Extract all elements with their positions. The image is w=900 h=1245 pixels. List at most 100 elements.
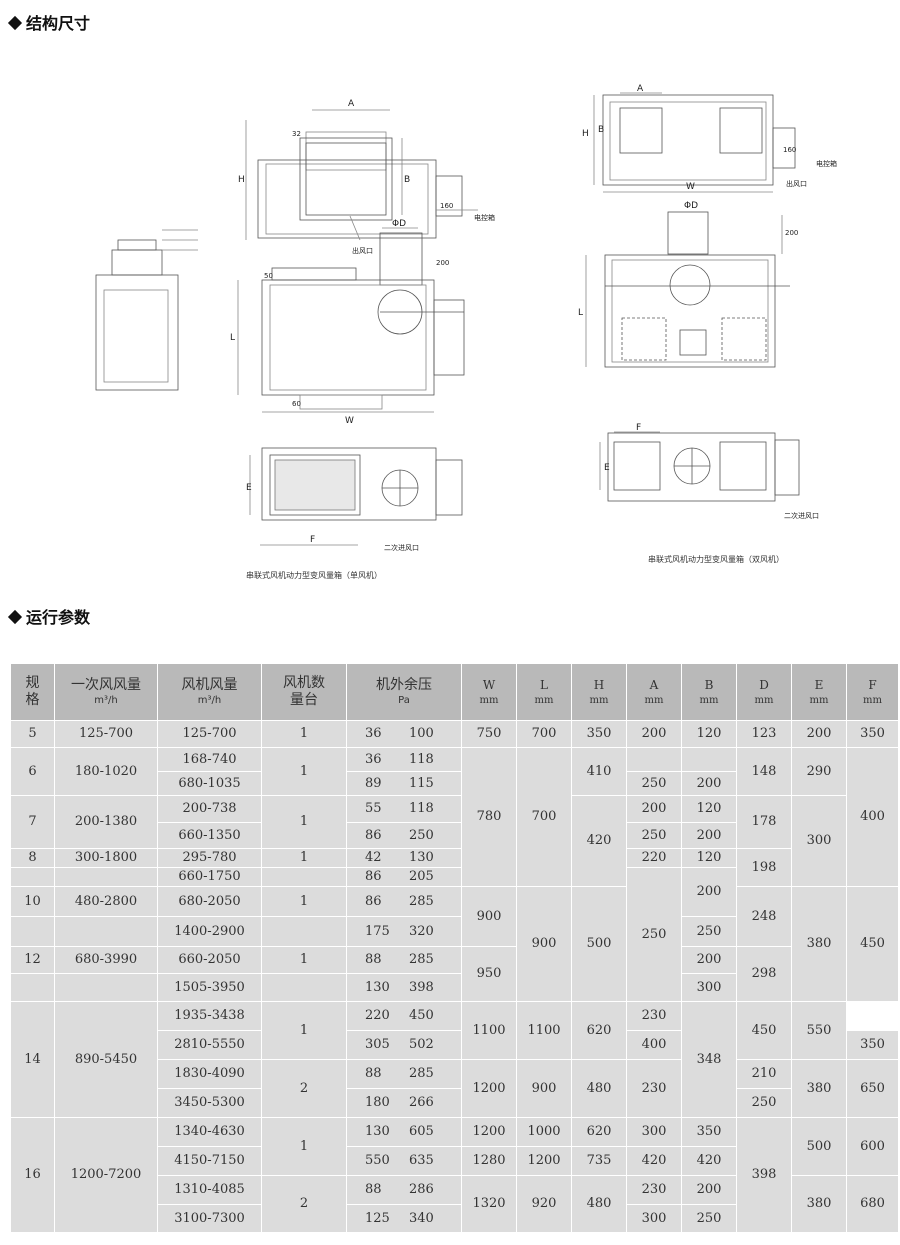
cell-H: 620: [571, 1001, 627, 1060]
cell-B: 200: [681, 822, 737, 849]
cell-fan-count: [261, 973, 347, 1002]
cell-B: 120: [681, 848, 737, 868]
cell-A: 300: [681, 973, 737, 1002]
cell-L: 900: [516, 886, 572, 1002]
cell-spec: 8: [10, 848, 55, 868]
cell-fan-count: 2: [261, 1059, 347, 1118]
double-label-F: F: [636, 423, 641, 433]
cell-F: 400: [846, 747, 899, 887]
single-label-L: L: [230, 333, 235, 343]
cell-W: 1280: [461, 1146, 517, 1176]
single-label-control-box: 电控箱: [474, 213, 495, 222]
cell-W: 750: [461, 720, 517, 748]
cell-fan-count: [261, 916, 347, 947]
cell-A: 230: [626, 1175, 682, 1205]
cell-B: 120: [681, 795, 737, 823]
cell-fan-air: 200-738: [157, 795, 262, 823]
cell-A: 200: [626, 795, 682, 823]
single-label-secondary-inlet: 二次进风口: [384, 543, 419, 552]
cell-W: 1200: [461, 1059, 517, 1118]
cell-E: 300: [791, 795, 847, 887]
single-label-200: 200: [436, 259, 449, 267]
cell-spec: 6: [10, 747, 55, 796]
single-fan-caption: 串联式风机动力型变风量箱（单风机）: [246, 571, 382, 580]
cell-fan-air: 1400-2900: [157, 916, 262, 947]
cell-F: 350: [846, 720, 899, 748]
cell-H: 480: [571, 1175, 627, 1233]
cell-D: 298: [736, 946, 792, 1002]
cell-F: 600: [846, 1117, 899, 1176]
double-label-secondary-inlet: 二次进风口: [784, 511, 819, 520]
cell-fan-air: 125-700: [157, 720, 262, 748]
double-label-B: B: [598, 125, 604, 135]
cell-E: 450: [736, 1001, 792, 1060]
double-label-160: 160: [783, 146, 796, 154]
single-label-32: 32: [292, 130, 301, 138]
double-label-W: W: [686, 182, 695, 192]
cell-fan-air: 680-1035: [157, 771, 262, 796]
double-label-L: L: [578, 308, 583, 318]
cell-A: 300: [626, 1204, 682, 1233]
cell-B: 350: [681, 1117, 737, 1147]
section-title-structure: 结构尺寸: [7, 10, 90, 34]
cell-D: 248: [736, 886, 792, 947]
cell-fan-air: 660-2050: [157, 946, 262, 974]
cell-fan-count: 1: [261, 886, 347, 917]
cell-fan-count: 2: [261, 1175, 347, 1233]
cell-B: 200: [681, 946, 737, 974]
cell-H: 620: [571, 1117, 627, 1147]
cell-fan-air: 3100-7300: [157, 1204, 262, 1233]
cell-fan-air: 1935-3438: [157, 1001, 262, 1031]
single-label-E: E: [246, 483, 252, 493]
single-label-H: H: [238, 175, 245, 185]
cell-fan-count: [261, 867, 347, 887]
cell-fan-count: 1: [261, 1001, 347, 1060]
cell-spec: [10, 867, 55, 887]
cell-spec: 12: [10, 946, 55, 974]
cell-fan-air: 295-780: [157, 848, 262, 868]
cell-W: 950: [461, 946, 517, 1002]
cell-B: 420: [681, 1146, 737, 1176]
double-label-phiD: ΦD: [684, 201, 698, 211]
double-label-A: A: [637, 84, 644, 94]
cell-F: 450: [846, 886, 899, 1002]
cell-spec: 14: [10, 1001, 55, 1118]
double-label-control-box: 电控箱: [816, 159, 837, 168]
cell-fan-count: 1: [261, 1117, 347, 1176]
cell-H: 350: [571, 720, 627, 748]
cell-fan-air: 1830-4090: [157, 1059, 262, 1089]
cell-A: [626, 747, 682, 772]
cell-E: 380: [791, 886, 847, 1002]
cell-fan-air: 1340-4630: [157, 1117, 262, 1147]
cell-fan-count: 1: [261, 795, 347, 849]
single-label-phiD: ΦD: [392, 219, 406, 229]
cell-W: 1100: [461, 1001, 517, 1060]
cell-H: 420: [571, 795, 627, 887]
double-fan-caption: 串联式风机动力型变风量箱（双风机）: [648, 555, 784, 564]
cell-A: 300: [626, 1117, 682, 1147]
single-side-view: [95, 229, 198, 391]
cell-W: 900: [461, 886, 517, 947]
double-label-E: E: [604, 463, 610, 473]
cell-primary-air: [54, 973, 158, 1002]
cell-L: 1100: [516, 1001, 572, 1060]
cell-B: 200: [681, 867, 737, 917]
diamond-bullet-icon: [7, 609, 23, 624]
cell-A: 250: [626, 822, 682, 849]
cell-H: 480: [571, 1059, 627, 1118]
cell-fan-count: 1: [261, 747, 347, 796]
